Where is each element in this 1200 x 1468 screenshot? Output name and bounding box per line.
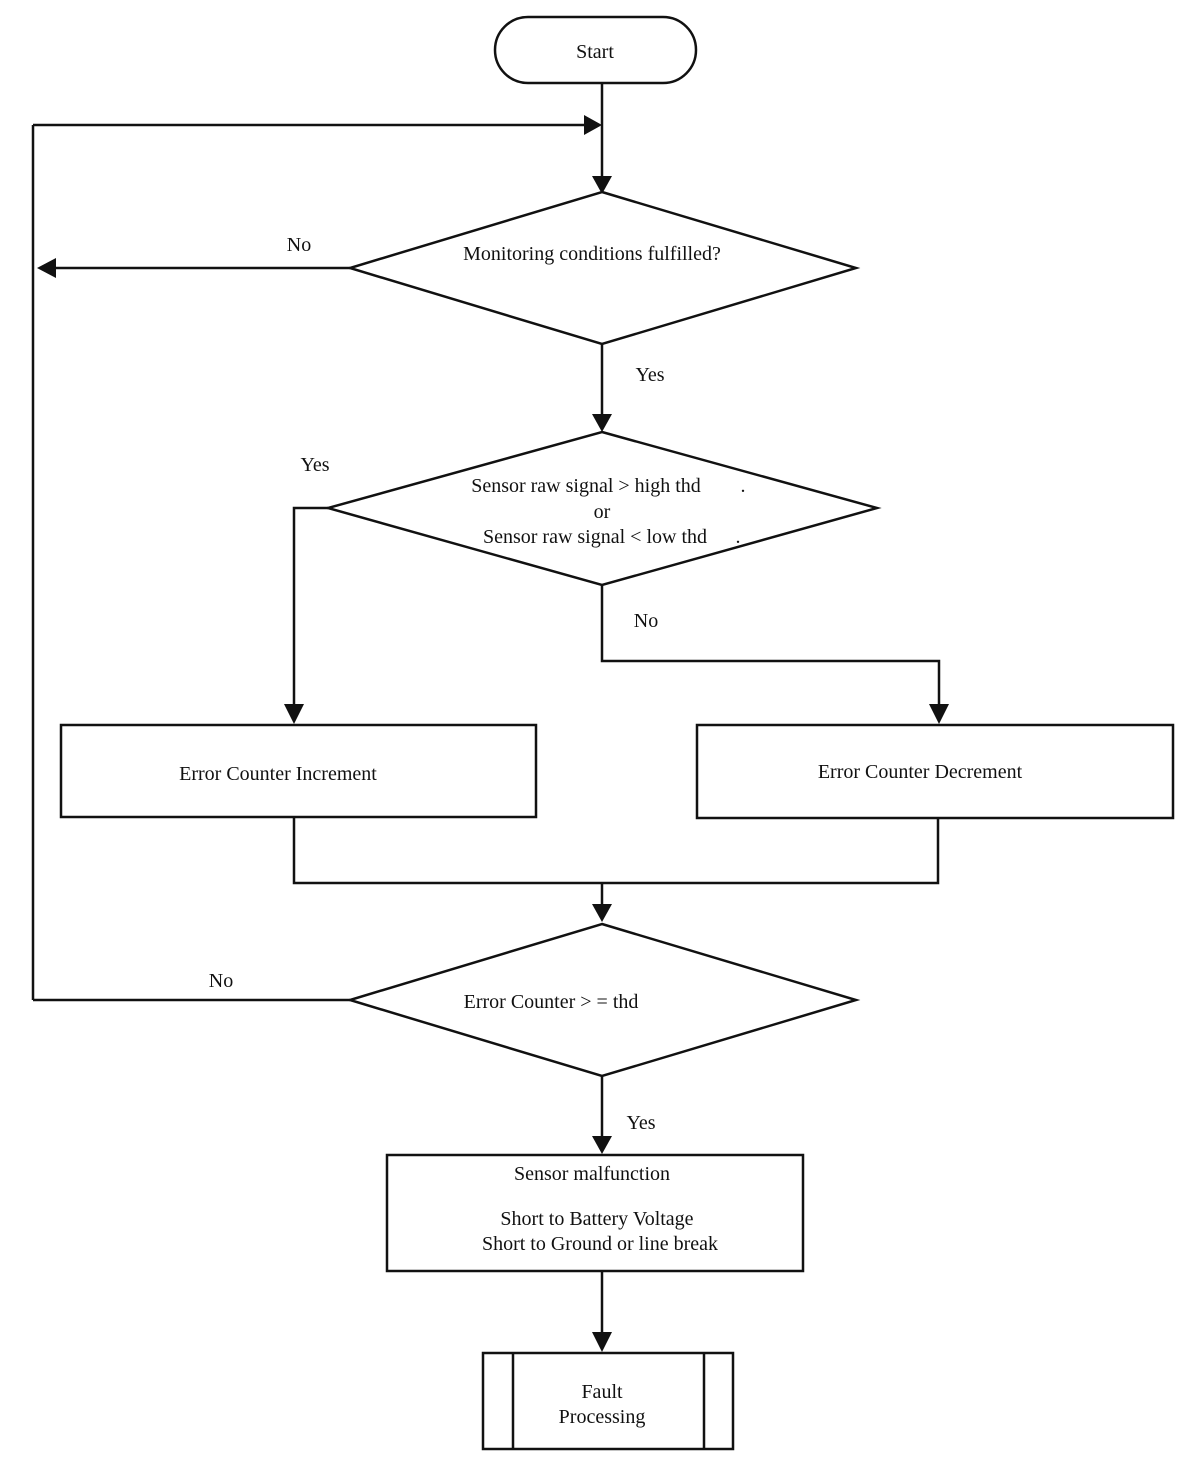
process-increment-label: Error Counter Increment — [179, 763, 377, 785]
arrowhead-malfunction — [592, 1136, 612, 1154]
edge-label-threshold-yes: Yes — [626, 1112, 655, 1134]
decision-signal-label-dot-3: . — [736, 526, 741, 548]
arrowhead-increment — [284, 704, 304, 724]
decision-monitoring — [345, 190, 861, 346]
fault-label-2: Processing — [559, 1406, 646, 1428]
malfunction-label-1: Sensor malfunction — [514, 1163, 670, 1185]
decision-signal-label-2: or — [594, 501, 611, 523]
arrowhead-fault — [592, 1332, 612, 1352]
fault-label-1: Fault — [581, 1381, 623, 1403]
arrowhead-loop-back — [584, 115, 602, 135]
decision-signal-label-1: Sensor raw signal > high thd — [471, 475, 701, 497]
process-decrement — [695, 723, 1175, 820]
decision-threshold-label: Error Counter > = thd — [464, 991, 639, 1013]
edge-label-monitoring-no: No — [287, 234, 311, 256]
connector-merge — [292, 818, 940, 885]
process-malfunction — [385, 1153, 805, 1273]
predefined-process-fault — [481, 1351, 735, 1451]
arrowhead-monitoring-no — [37, 258, 56, 278]
arrowhead-threshold — [592, 904, 612, 922]
arrowhead-monitoring — [592, 176, 612, 194]
decision-threshold — [345, 922, 861, 1078]
connector-signal-no — [600, 585, 941, 706]
edge-label-signal-no: No — [634, 610, 658, 632]
decision-signal-label-dot-1: . — [741, 475, 746, 497]
connector-signal-yes — [292, 506, 328, 706]
edge-label-monitoring-yes: Yes — [635, 364, 664, 386]
malfunction-label-2: Short to Battery Voltage — [500, 1208, 693, 1230]
start-terminator — [493, 15, 698, 85]
decision-monitoring-label: Monitoring conditions fulfilled? — [463, 243, 721, 265]
arrowhead-decrement — [929, 704, 949, 724]
arrowhead-signal-check — [592, 414, 612, 432]
edge-label-signal-yes: Yes — [300, 454, 329, 476]
edge-label-threshold-no: No — [209, 970, 233, 992]
start-label: Start — [576, 41, 614, 63]
decision-signal-check — [323, 430, 882, 587]
decision-signal-label-3: Sensor raw signal < low thd — [483, 526, 707, 548]
process-decrement-label: Error Counter Decrement — [818, 761, 1023, 783]
process-increment — [59, 723, 538, 819]
malfunction-label-3: Short to Ground or line break — [482, 1233, 718, 1255]
